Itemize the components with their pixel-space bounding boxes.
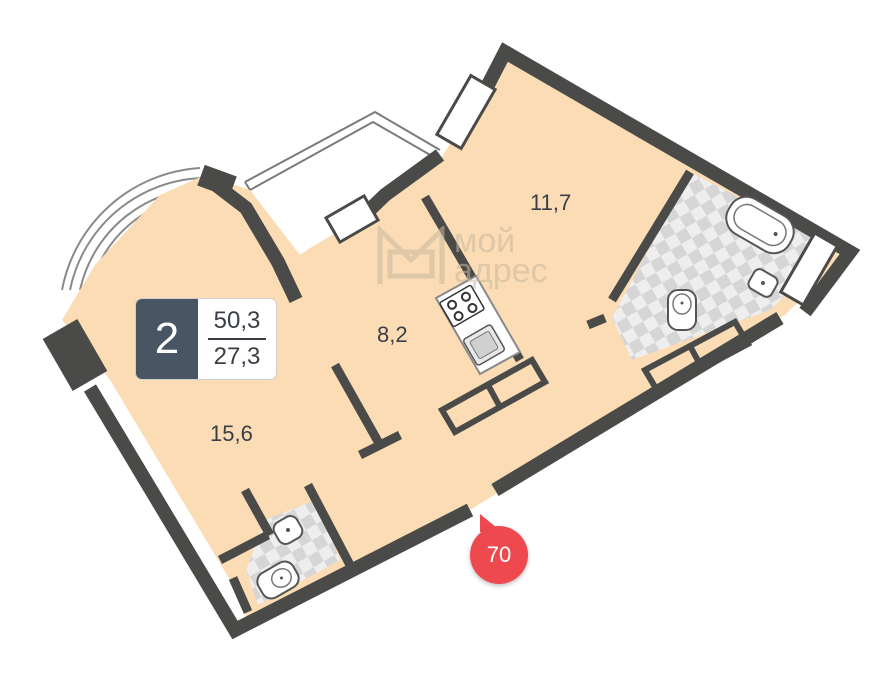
apartment-summary-badge: 2 50,3 27,3 [136, 299, 276, 379]
bathtub-icon [725, 195, 795, 255]
toilet-icon [256, 560, 300, 600]
closets [437, 318, 753, 437]
marker-label: 70 [470, 526, 528, 584]
rooms-count: 2 [136, 299, 198, 379]
watermark-logo: мой адрес [376, 222, 548, 290]
window-frames [323, 73, 840, 307]
room-area-living-room: 15,6 [210, 421, 253, 446]
room-area-bedroom: 11,7 [530, 190, 571, 215]
washbasin-icon [747, 268, 779, 298]
room-area-kitchen: 8,2 [377, 322, 408, 347]
area-values: 50,3 27,3 [198, 299, 276, 379]
logo-line-1: мой [454, 222, 516, 260]
living-area: 27,3 [213, 343, 261, 370]
wall-pillar-left [42, 319, 108, 391]
toilet-icon [667, 289, 697, 331]
washbasin-icon [272, 515, 304, 545]
total-area: 50,3 [213, 307, 261, 334]
sink-icon [462, 324, 506, 366]
apartment-floor [62, 55, 845, 628]
wall-pillar-top [197, 164, 237, 198]
position-marker[interactable]: 70 [470, 512, 532, 584]
kitchen-unit [434, 274, 522, 376]
logo-line-2: адрес [454, 252, 548, 290]
balcony [244, 110, 441, 191]
area-divider [208, 338, 266, 340]
stove-icon [439, 284, 485, 328]
logo-icon [377, 226, 445, 284]
